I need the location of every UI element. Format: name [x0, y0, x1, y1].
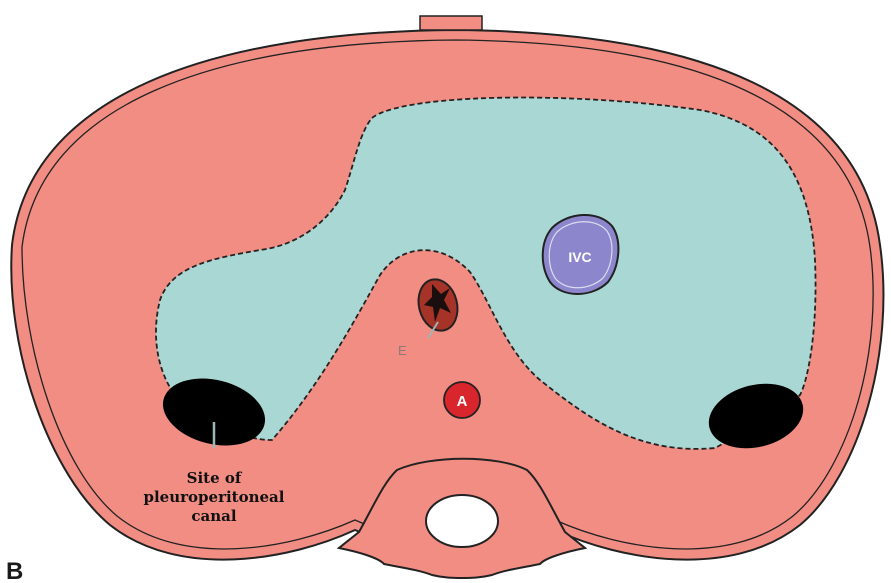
ivc-label: IVC [568, 249, 591, 265]
ivc-vessel: IVC [543, 215, 619, 294]
site-label-line2: pleuroperitoneal [144, 488, 285, 506]
aorta-vessel: A [444, 382, 480, 418]
vertebral-foramen [426, 495, 498, 547]
anterior-notch [420, 16, 482, 30]
site-label-line3: canal [191, 507, 236, 525]
aorta-label: A [457, 393, 468, 410]
esophagus-label: E [398, 343, 407, 358]
panel-label: B [6, 558, 23, 583]
site-label-line1: Site of [187, 469, 243, 487]
